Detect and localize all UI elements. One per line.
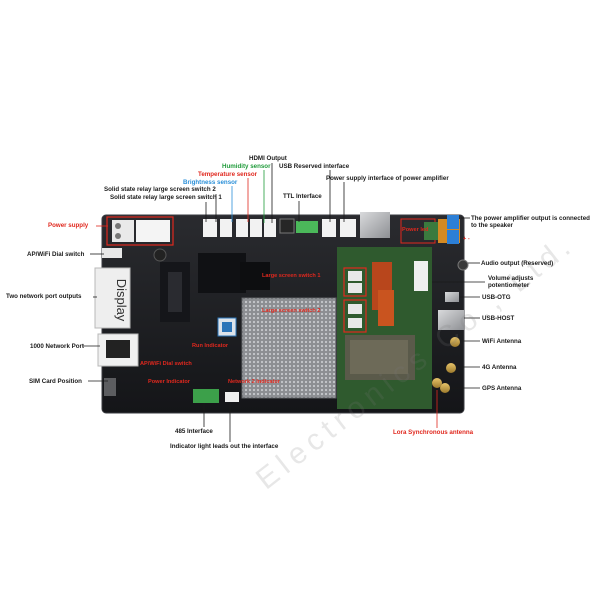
right-connectors — [424, 215, 469, 393]
pcb-board — [101, 214, 465, 414]
label-wifi-antenna: WiFi Antenna — [482, 338, 522, 345]
board-label-large-switch-1: Large screen switch 1 — [262, 273, 321, 279]
label-indicator-light: Indicator light leads out the interface — [170, 443, 279, 450]
board-label-power-led: Power led — [402, 227, 429, 233]
label-relay-switch-2: Solid state relay large screen switch 2 — [104, 186, 216, 193]
relay-boxes — [343, 267, 367, 333]
label-lora-antenna: Lora Synchronous antenna — [393, 429, 474, 436]
label-usb-host: USB-HOST — [482, 315, 515, 322]
label-ap-wifi-dial: AP/WiFi Dial switch — [27, 251, 85, 258]
board-label-network-indicator: Network 2 Indicator — [228, 379, 280, 385]
label-two-network-ports: Two network port outputs — [6, 293, 82, 300]
display-port-text: Display — [114, 279, 129, 322]
label-usb-otg: USB-OTG — [482, 294, 511, 301]
board-label-dial-switch: AP/WiFi Dial switch — [140, 361, 192, 367]
leader-lines — [83, 163, 485, 442]
label-humidity-sensor: Humidity sensor — [222, 163, 271, 170]
bottom-connectors — [193, 389, 239, 403]
label-4g-antenna: 4G Antenna — [482, 364, 517, 371]
label-network-1000: 1000 Network Port — [30, 343, 84, 350]
label-power-amp-output: The power amplifier output is connected … — [471, 215, 590, 229]
board-label-power-indicator: Power Indicator — [148, 379, 190, 385]
board-label-polarity: + - — [463, 236, 470, 242]
label-power-amp-supply: Power supply interface of power amplifie… — [326, 175, 449, 182]
label-audio-output: Audio output (Reserved) — [481, 260, 554, 267]
board-label-run-indicator: Run Indicator — [192, 343, 229, 349]
label-relay-switch-1: Solid state relay large screen switch 1 — [110, 194, 222, 201]
label-power-supply: Power supply — [48, 222, 89, 229]
label-usb-reserved: USB Reserved interface — [279, 163, 350, 170]
label-ttl-interface: TTL Interface — [283, 193, 322, 200]
label-gps-antenna: GPS Antenna — [482, 385, 522, 392]
label-temperature-sensor: Temperature sensor — [198, 171, 258, 178]
board-label-large-switch-2: Large screen switch 2 — [262, 308, 321, 314]
label-hdmi-output: HDMI Output — [249, 155, 287, 162]
top-connectors — [203, 212, 390, 238]
label-rs485: 485 Interface — [175, 428, 213, 435]
label-sim-card: SIM Card Position — [29, 378, 82, 385]
left-ports: Display — [94, 216, 174, 396]
label-volume: Volume adjusts potentiometer — [488, 275, 534, 289]
label-brightness-sensor: Brightness sensor — [183, 179, 238, 186]
